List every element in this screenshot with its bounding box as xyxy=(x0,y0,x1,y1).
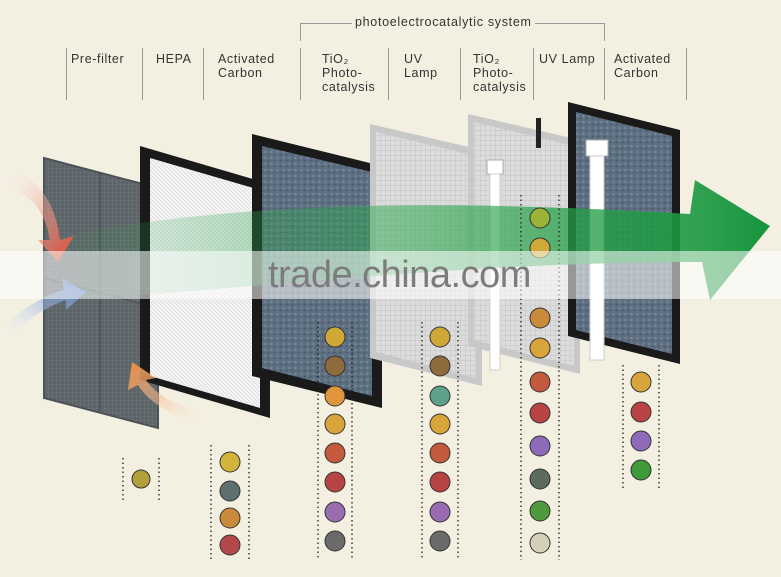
stage-label-tio2-2: TiO₂ Photo- catalysis xyxy=(473,52,526,94)
column-separator xyxy=(203,48,204,100)
stage-label-uv-lamp-1: UV Lamp xyxy=(404,52,438,80)
stage-label-prefilter: Pre-filter xyxy=(71,52,124,66)
system-bracket-left xyxy=(300,23,301,41)
column-separator xyxy=(142,48,143,100)
column-separator xyxy=(300,48,301,100)
stage-label-uv-lamp-2: UV Lamp xyxy=(539,52,595,66)
column-separator xyxy=(66,48,67,100)
column-separator xyxy=(533,48,534,100)
system-label: photoelectrocatalytic system xyxy=(352,15,535,29)
column-separator xyxy=(460,48,461,100)
stage-label-activated-carbon-2: Activated Carbon xyxy=(614,52,671,80)
watermark-text: trade.china.com xyxy=(268,254,531,297)
stage-label-tio2-1: TiO₂ Photo- catalysis xyxy=(322,52,375,94)
stage-label-activated-carbon-1: Activated Carbon xyxy=(218,52,275,80)
column-separator xyxy=(686,48,687,100)
stage-label-hepa: HEPA xyxy=(156,52,192,66)
system-bracket-right xyxy=(604,23,605,41)
column-separator xyxy=(388,48,389,100)
column-separator xyxy=(604,48,605,100)
